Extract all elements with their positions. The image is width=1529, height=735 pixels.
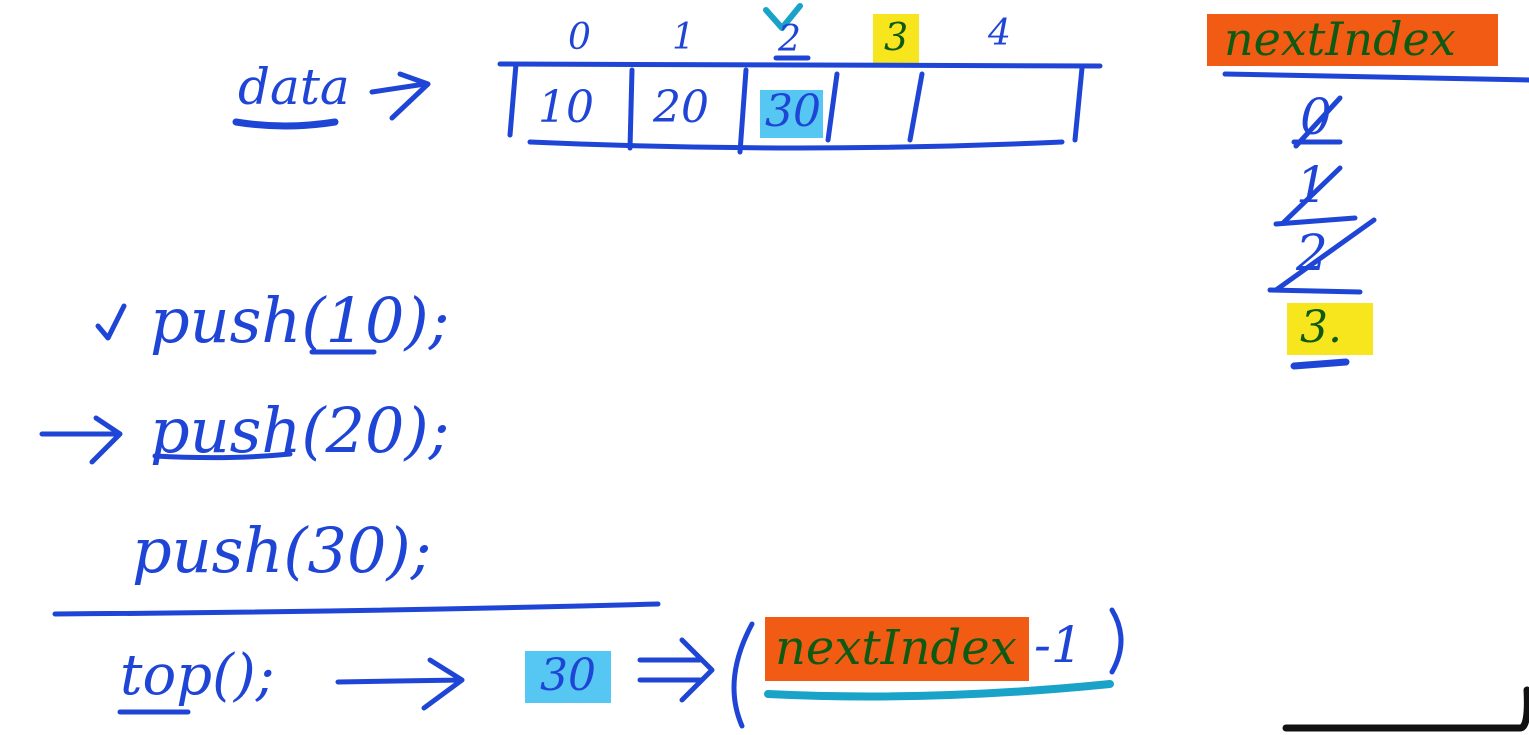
cell-30-highlight [760, 90, 823, 138]
next-index-current-highlight [1287, 303, 1373, 355]
array-left-wall [507, 61, 519, 138]
underline-3 [1290, 358, 1350, 370]
top-result-highlight [525, 651, 611, 703]
underline-2 [1267, 287, 1363, 295]
operation-push-20: push(20); [150, 394, 450, 467]
implies-arrow [637, 637, 715, 703]
data-label: data [238, 58, 350, 116]
data-arrow [369, 71, 431, 121]
index-3-highlight [873, 14, 919, 66]
array-index-0: 0 [568, 17, 591, 58]
formula-var: nextIndex [775, 620, 1017, 676]
push10-checkmark [95, 303, 127, 341]
next-index-value-0: 0 [1300, 88, 1332, 146]
array-cell-0: 10 [538, 82, 594, 133]
underline-1 [1273, 215, 1358, 227]
next-index-header-highlight [1207, 14, 1498, 66]
array-cell-2: 30 [765, 86, 821, 137]
next-index-current: 3. [1300, 302, 1342, 353]
push20-arrow [39, 415, 123, 465]
top-call: top(); [120, 643, 275, 708]
index-2-checkmark [763, 3, 803, 31]
next-index-value-1: 1 [1296, 156, 1328, 214]
array-divider-3 [825, 71, 840, 143]
array-right-wall [1072, 65, 1085, 143]
array-index-1: 1 [672, 17, 695, 58]
array-index-3: 3 [884, 15, 909, 59]
operation-push-30: push(30); [132, 514, 432, 587]
next-index-value-2: 2 [1296, 224, 1328, 282]
top-result: 30 [540, 650, 596, 701]
strike-1 [1281, 165, 1343, 225]
push20-underline [152, 451, 293, 461]
formula-var-highlight [765, 617, 1029, 681]
array-divider-1 [627, 67, 635, 151]
array-cell-1: 20 [653, 82, 709, 133]
array-divider-4 [907, 71, 925, 143]
corner-stroke [1282, 686, 1529, 732]
array-bottom-line [527, 139, 1065, 151]
top-arrow [335, 657, 465, 711]
array-divider-2 [737, 67, 749, 155]
next-index-header-underline [1222, 71, 1529, 83]
push30-divider [52, 601, 661, 617]
formula-open-paren [731, 621, 755, 729]
operation-push-10: push(10); [150, 284, 450, 357]
formula-close-paren [1109, 607, 1124, 675]
formula-rest: -1 [1034, 616, 1083, 674]
next-index-header: nextIndex [1224, 12, 1456, 66]
array-top-line [497, 61, 1103, 69]
strike-2 [1273, 217, 1377, 293]
array-index-2: 2 [778, 19, 801, 60]
data-underline [232, 118, 339, 130]
array-index-4: 4 [988, 13, 1011, 54]
strike-0 [1293, 95, 1343, 149]
formula-underline [764, 680, 1114, 701]
